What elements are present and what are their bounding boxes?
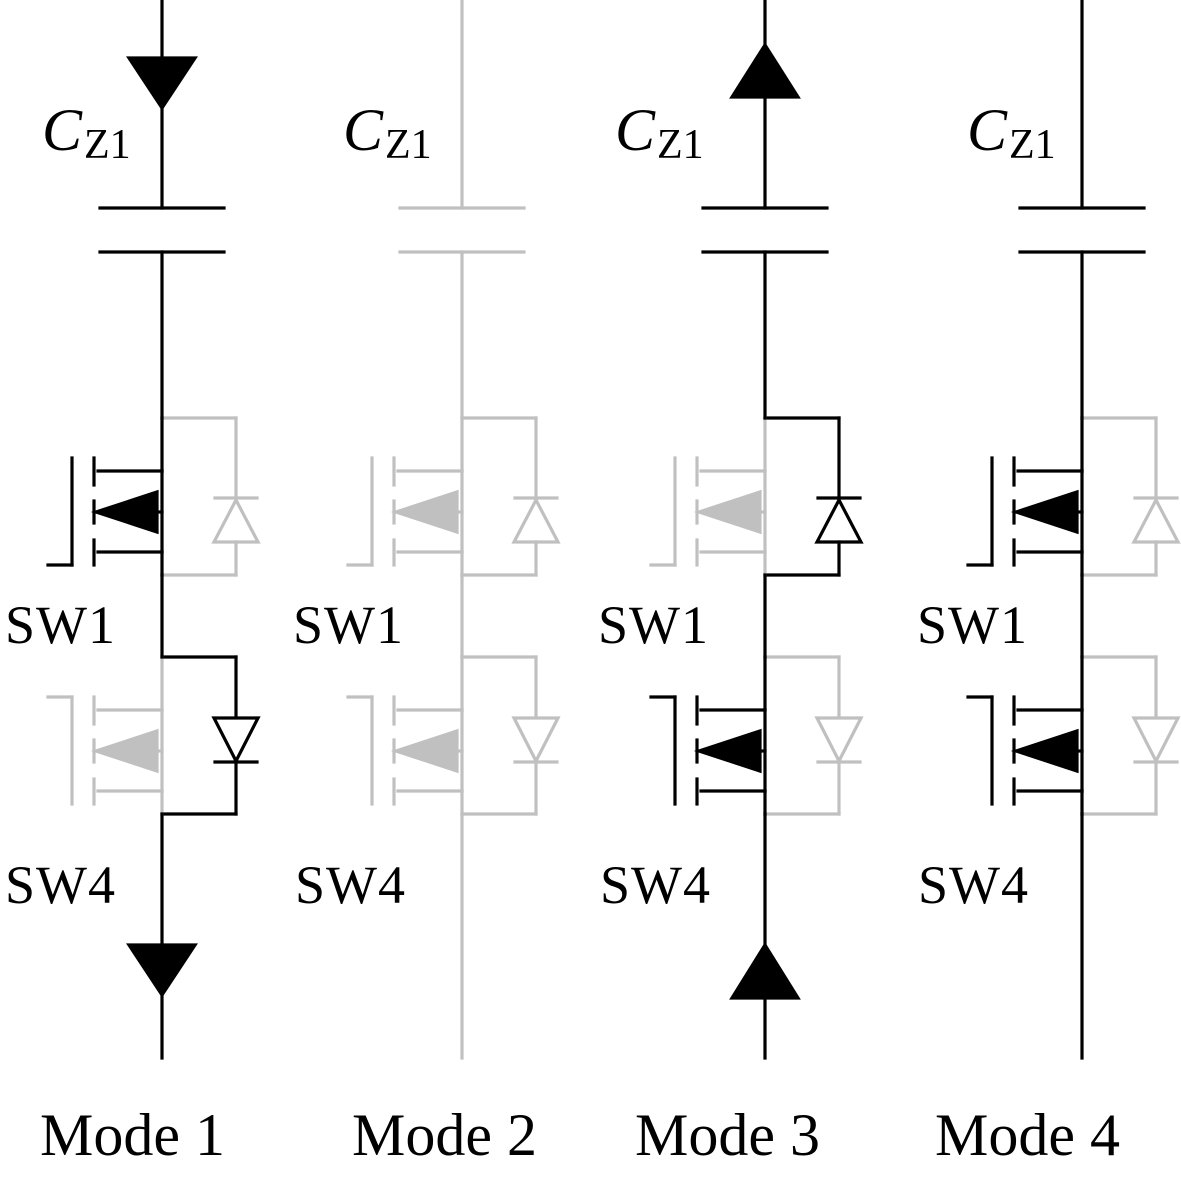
mosfet-sw4 [649, 695, 767, 806]
mosfet-sw4 [966, 695, 1084, 806]
body-arrow-icon [1010, 489, 1079, 535]
body-diode-sw4 [763, 655, 864, 816]
capacitor-symbol: C [967, 97, 1008, 163]
mosfet-sw1 [46, 456, 164, 567]
sw4-label: SW4 [5, 855, 116, 915]
capacitor-symbol: C [343, 97, 384, 163]
current-arrow-down-icon [126, 56, 198, 111]
mode-label: Mode 3 [635, 1102, 820, 1168]
mosfet-sw1 [649, 456, 767, 567]
sw1-label: SW1 [598, 595, 709, 655]
mosfet-sw4 [46, 695, 164, 806]
sw4-label: SW4 [918, 855, 1029, 915]
body-arrow-icon [90, 489, 159, 535]
diode-triangle-icon [814, 716, 864, 765]
capacitor-symbol: C [615, 97, 656, 163]
mode-label: Mode 4 [935, 1102, 1120, 1168]
mosfet-sw1 [966, 456, 1084, 567]
diode-triangle-icon [211, 496, 261, 544]
body-arrow-icon [390, 489, 459, 535]
body-diode-sw4 [1080, 655, 1181, 816]
capacitor-subscript: Z1 [84, 122, 131, 168]
diode-triangle-icon [814, 496, 864, 544]
diode-triangle-icon [1131, 716, 1181, 765]
capacitor-label: CZ1 [615, 97, 704, 168]
diode-triangle-icon [1131, 496, 1181, 544]
mode-label: Mode 2 [352, 1102, 537, 1168]
sw1-label: SW1 [293, 595, 404, 655]
body-arrow-icon [693, 728, 762, 774]
diode-triangle-icon [211, 716, 261, 765]
capacitor-subscript: Z1 [657, 122, 704, 168]
sw1-label: SW1 [5, 595, 116, 655]
body-diode-sw1 [160, 416, 261, 577]
mosfet-sw1 [346, 456, 464, 567]
capacitor-label: CZ1 [42, 97, 131, 168]
mosfet-sw4 [346, 695, 464, 806]
body-diode-sw4 [160, 655, 261, 816]
capacitor-label: CZ1 [343, 97, 432, 168]
capacitor-label: CZ1 [967, 97, 1056, 168]
diode-triangle-icon [511, 716, 561, 765]
current-arrow-up-icon [729, 42, 801, 99]
body-diode-sw4 [460, 655, 561, 816]
capacitor-symbol: C [42, 97, 83, 163]
body-arrow-icon [390, 728, 459, 774]
body-arrow-icon [1010, 728, 1079, 774]
current-arrow-up-icon [729, 941, 801, 1000]
body-arrow-icon [90, 728, 159, 774]
body-diode-sw1 [460, 416, 561, 577]
diode-triangle-icon [511, 496, 561, 544]
body-diode-sw1 [1080, 416, 1181, 577]
sw4-label: SW4 [600, 855, 711, 915]
current-arrow-down-icon [126, 943, 198, 998]
body-arrow-icon [693, 489, 762, 535]
capacitor-subscript: Z1 [1009, 122, 1056, 168]
capacitor-subscript: Z1 [385, 122, 432, 168]
body-diode-sw1 [763, 416, 864, 577]
mode-label: Mode 1 [40, 1102, 225, 1168]
sw4-label: SW4 [295, 855, 406, 915]
sw1-label: SW1 [917, 595, 1028, 655]
